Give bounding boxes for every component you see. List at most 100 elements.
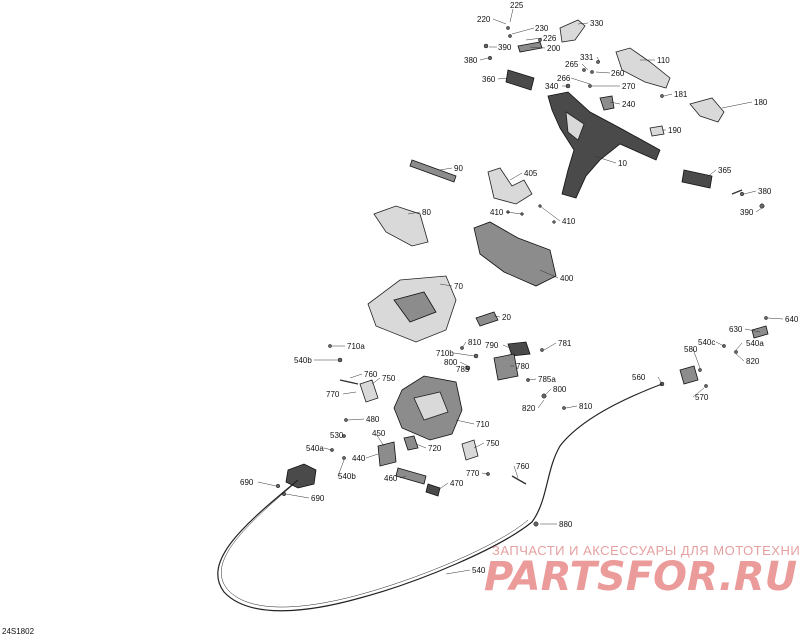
callout-270: 270 <box>622 82 636 91</box>
callout-530: 530 <box>330 431 344 440</box>
callout-790: 790 <box>485 341 499 350</box>
callout-labels: 225 220 230 330 226 390 200 380 331 110 … <box>240 1 799 575</box>
callout-540a-left: 540a <box>306 444 324 453</box>
part-180 <box>689 97 725 123</box>
part-10-highlights <box>565 111 585 141</box>
callout-10: 10 <box>618 159 627 168</box>
callout-390-lower: 390 <box>740 208 754 217</box>
part-580-actuator <box>679 365 699 385</box>
callout-110: 110 <box>657 56 670 65</box>
callout-810-upper: 810 <box>468 338 482 347</box>
bolt <box>275 483 281 489</box>
callout-330: 330 <box>590 19 604 28</box>
callout-750-upper: 750 <box>382 374 396 383</box>
callout-820-lower: 820 <box>522 404 536 413</box>
bolt <box>533 521 539 527</box>
part-365 <box>681 169 713 189</box>
part-710-inner <box>413 391 449 421</box>
bolt <box>704 384 708 388</box>
figure-code: 24S1802 <box>2 627 35 636</box>
callout-540a-right: 540a <box>746 339 764 348</box>
callout-340: 340 <box>545 82 559 91</box>
bolt <box>508 34 512 38</box>
bolt <box>328 344 332 348</box>
callout-240: 240 <box>622 100 636 109</box>
callout-770-lower: 770 <box>466 469 480 478</box>
callout-630: 630 <box>729 325 743 334</box>
callout-226: 226 <box>543 34 557 43</box>
bolt <box>660 94 664 98</box>
part-20 <box>475 311 499 327</box>
callout-780: 780 <box>516 362 530 371</box>
callout-800-upper: 800 <box>444 358 458 367</box>
callout-760-lower: 760 <box>516 462 530 471</box>
callout-265: 265 <box>565 60 579 69</box>
bolt <box>562 406 566 410</box>
part-460 <box>395 467 427 485</box>
callout-540b-left: 540b <box>338 472 356 481</box>
bolt <box>739 191 745 197</box>
callout-710b: 540b <box>294 356 312 365</box>
bolt <box>473 353 479 359</box>
callout-390-upper: 390 <box>498 43 512 52</box>
callout-560: 560 <box>632 373 646 382</box>
callout-540-cable: 540 <box>472 566 486 575</box>
bolt <box>731 189 743 195</box>
callout-640: 640 <box>785 315 799 324</box>
callout-785: 785 <box>456 365 470 374</box>
callout-690-left: 690 <box>240 478 254 487</box>
callout-880: 880 <box>559 520 573 529</box>
part-470 <box>425 483 441 497</box>
callout-80: 80 <box>422 208 431 217</box>
callout-380-upper: 380 <box>464 56 478 65</box>
part-750b <box>461 439 479 461</box>
part-80 <box>373 205 429 247</box>
callout-266: 266 <box>557 74 571 83</box>
part-750a <box>359 379 379 403</box>
cable-540-inner <box>221 483 529 608</box>
bolt <box>582 68 586 72</box>
watermark-caption: ЗАПЧАСТИ И АКСЕССУАРЫ ДЛЯ МОТОТЕХНИКИ <box>492 543 800 558</box>
callout-710a: 710a <box>347 342 365 351</box>
watermark-logo: PARTSFOR.RU <box>484 554 797 600</box>
callout-200: 200 <box>547 44 561 53</box>
bolt <box>540 348 544 352</box>
bolt <box>342 456 346 460</box>
part-405 <box>487 167 533 205</box>
callout-450: 450 <box>372 429 386 438</box>
callout-800-lower: 800 <box>553 385 567 394</box>
cable-540 <box>217 383 663 612</box>
callout-260: 260 <box>611 69 625 78</box>
callout-781: 781 <box>558 339 572 348</box>
callout-820-upper: 710b <box>436 349 454 358</box>
callout-405: 405 <box>524 169 538 178</box>
callout-380-lower: 380 <box>758 187 772 196</box>
bolt <box>596 60 600 64</box>
part-360 <box>505 69 535 91</box>
callout-70: 70 <box>454 282 463 291</box>
bolt <box>483 43 489 49</box>
callout-690-right: 690 <box>311 494 325 503</box>
bolt <box>337 357 343 363</box>
callout-540b-right: 820 <box>746 357 760 366</box>
callout-181: 181 <box>674 90 688 99</box>
callout-760-upper: 760 <box>364 370 378 379</box>
bolt <box>511 475 527 485</box>
callout-410-left: 410 <box>490 208 504 217</box>
part-70-inner <box>393 291 437 323</box>
bolt <box>698 368 702 372</box>
callout-20: 20 <box>502 313 511 322</box>
callout-470: 470 <box>450 479 464 488</box>
bolt <box>590 70 594 74</box>
callout-480: 480 <box>366 415 380 424</box>
bolt <box>734 350 738 354</box>
callout-360: 360 <box>482 75 496 84</box>
callout-225: 225 <box>510 1 524 10</box>
callout-750-lower: 750 <box>486 439 500 448</box>
callout-410-right: 410 <box>562 217 576 226</box>
bolt <box>538 38 542 42</box>
part-450 <box>377 441 397 467</box>
callout-710: 710 <box>476 420 490 429</box>
bolt <box>552 220 556 224</box>
